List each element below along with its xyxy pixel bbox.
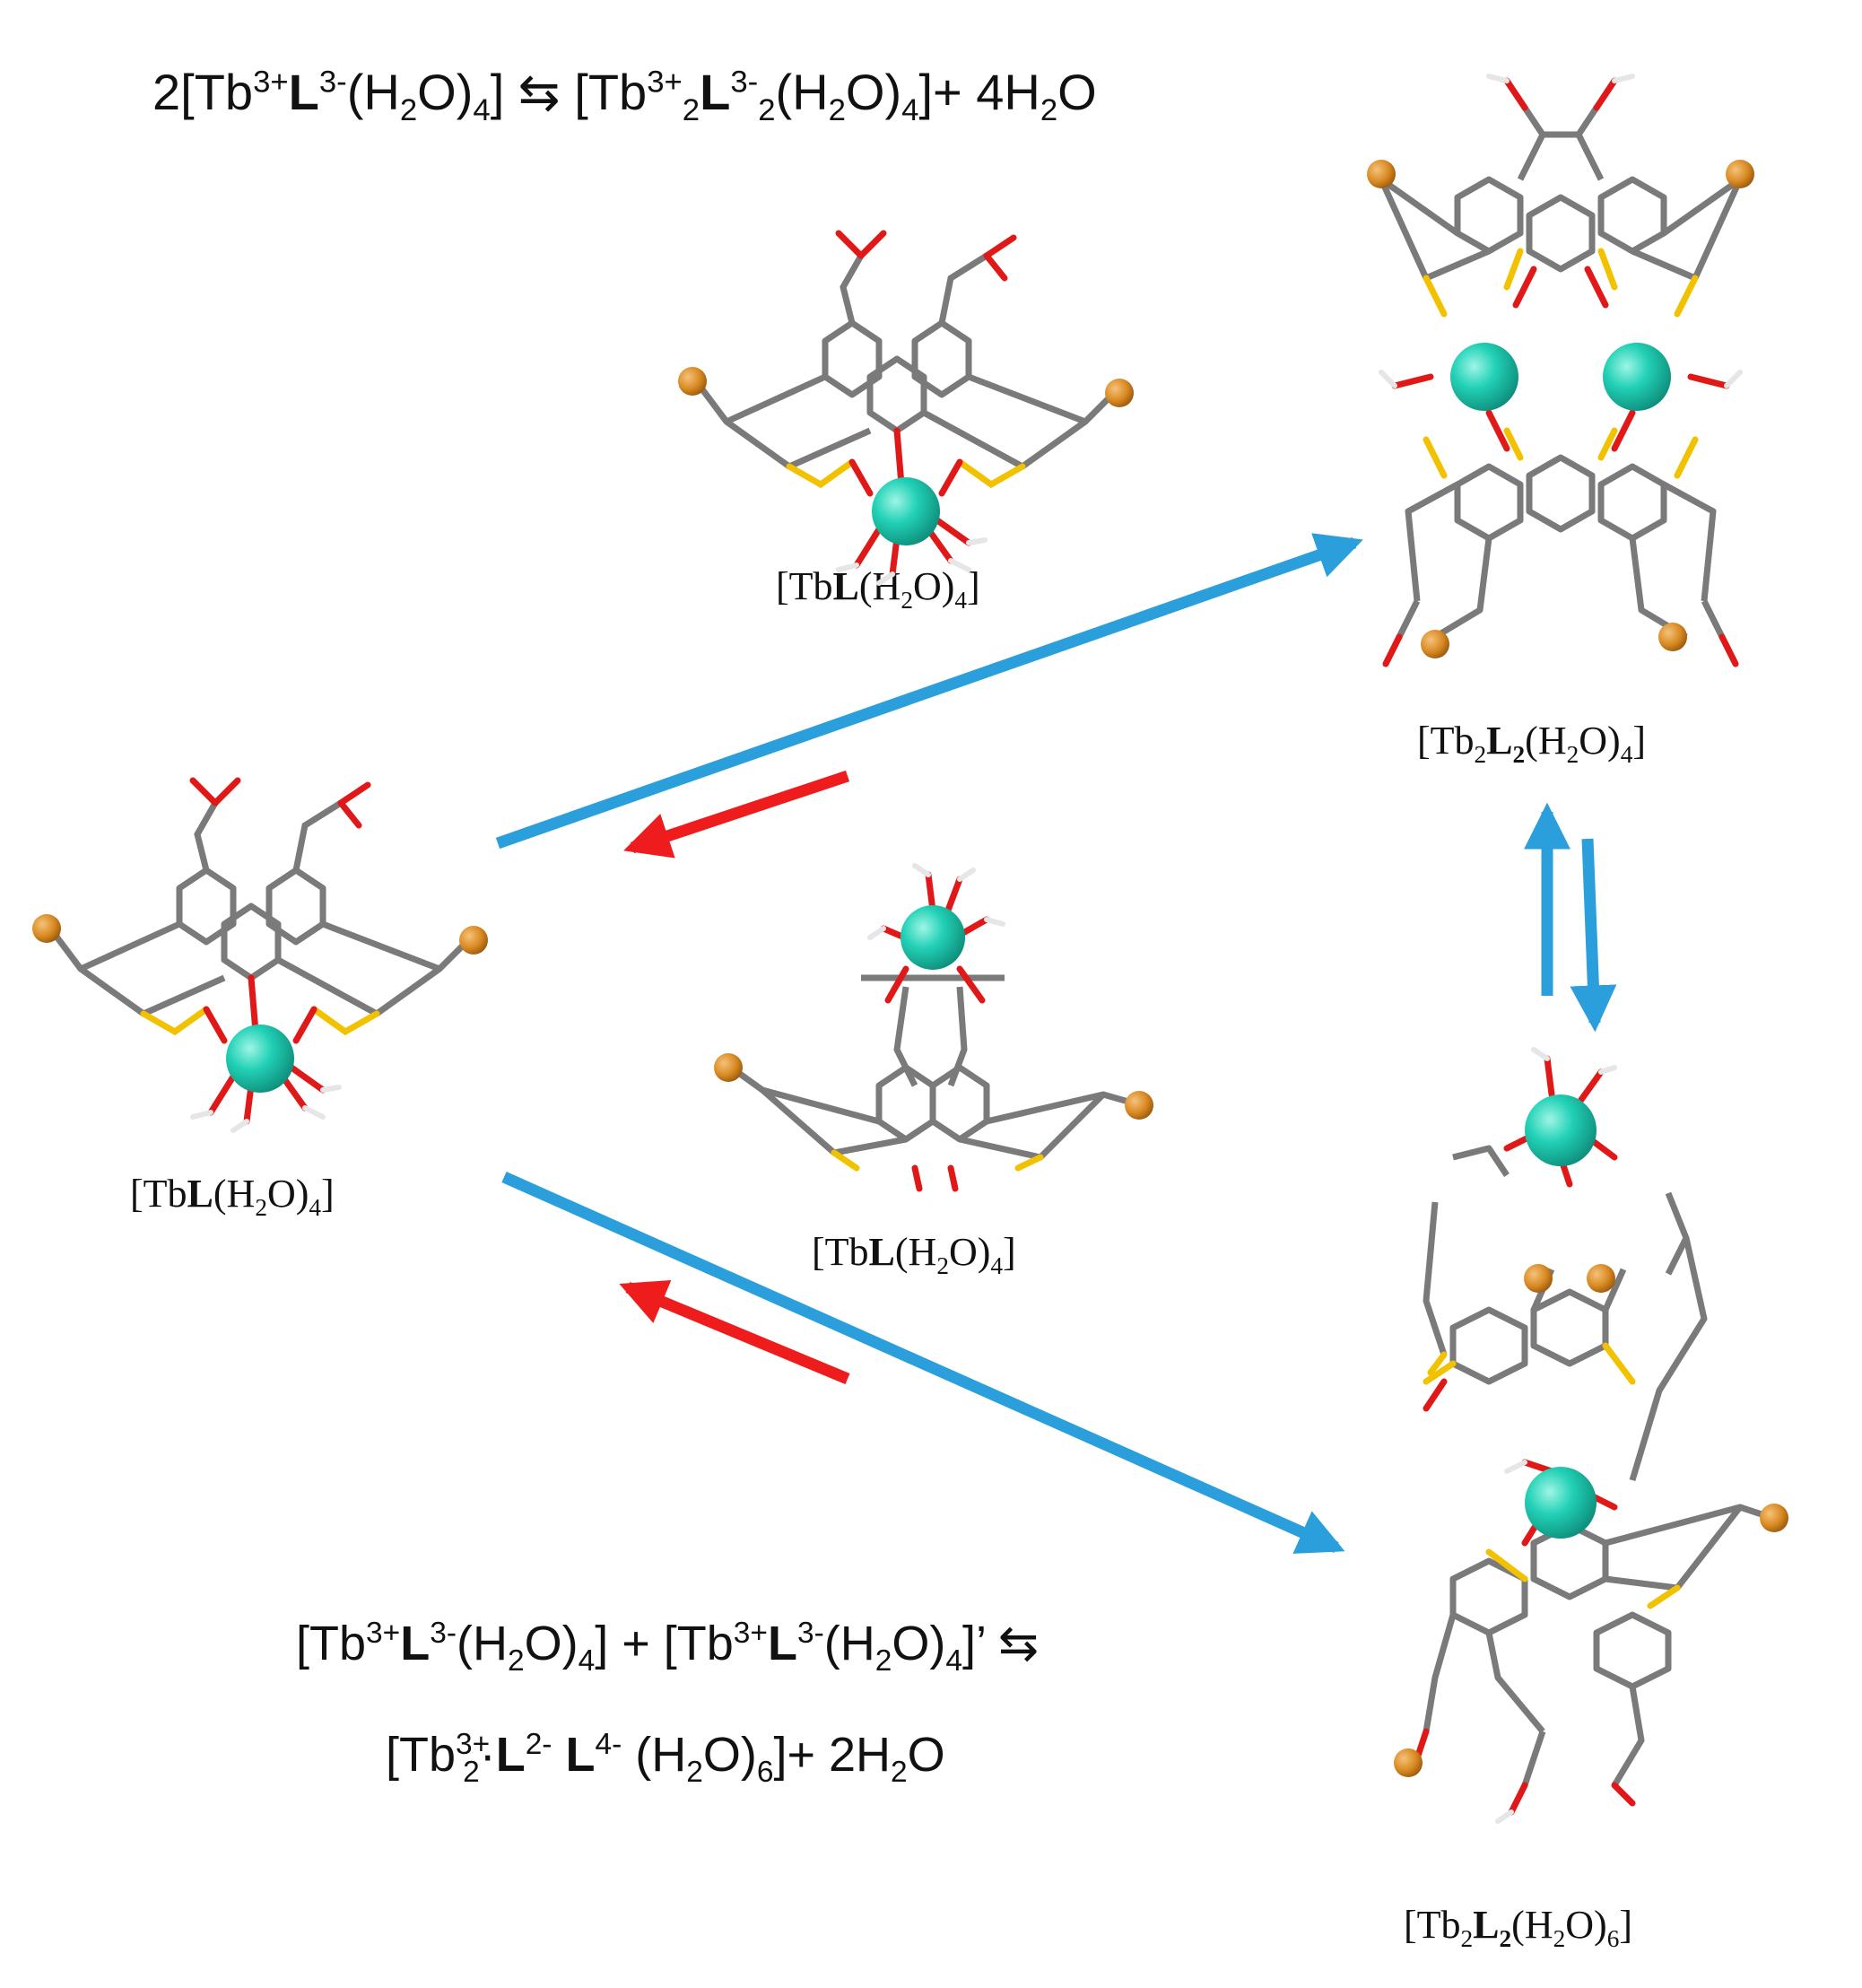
tbl-monomer-molecule-top — [678, 233, 1134, 583]
forward-arrow-to-capsule — [495, 533, 1363, 850]
helical-dimer-molecule — [1394, 1047, 1788, 1824]
label-tbl-middle: [TbL(H2O)4] — [812, 1230, 1016, 1279]
tbl-monomer-molecule-left — [32, 780, 488, 1130]
down-arrow-capsule-to-helical — [1570, 838, 1617, 1033]
reverse-arrow-from-helical — [619, 1279, 850, 1385]
bottom-equation-line2: [Tb3+2·L2- L4- (H2O)6]+ 2H2O — [386, 1728, 945, 1789]
label-capsule-dimer: [Tb2L2(H2O)4] — [1417, 719, 1646, 768]
bottom-equation-line1: [Tb3+L3-(H2O)4] + [Tb3+L3-(H2O)4]’ ⇆ — [296, 1617, 1040, 1678]
reverse-arrow-from-capsule — [623, 770, 850, 859]
top-equation: 2[Tb3+L3-(H2O)4] ⇆ [Tb3+2L3-2(H2O)4]+ 4H… — [152, 64, 1097, 128]
capsule-dimer-molecule — [1367, 74, 1754, 667]
forward-arrow-to-helical — [501, 1172, 1345, 1554]
label-tbl-left: [TbL(H2O)4] — [130, 1172, 335, 1221]
tbl-flipped-monomer-molecule — [714, 863, 1153, 1192]
label-helical-dimer: [Tb2L2(H2O)6] — [1404, 1903, 1632, 1952]
